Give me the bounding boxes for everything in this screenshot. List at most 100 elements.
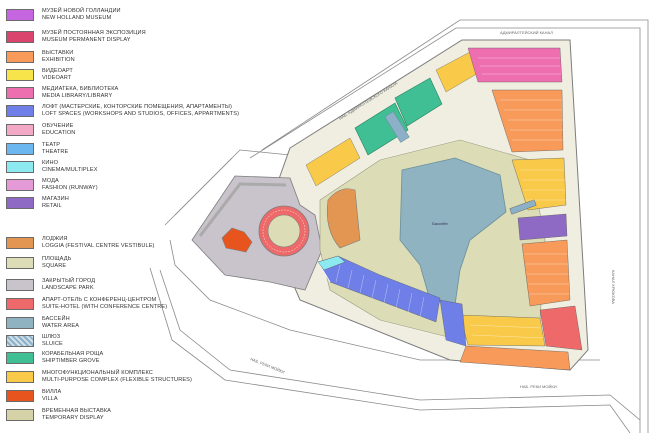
legend-swatch	[6, 298, 34, 310]
suite-hotel-rotunda	[258, 205, 310, 257]
legend-label-en: TEMPORARY DISPLAY	[42, 415, 104, 421]
legend-label-en: MULTI-PURPOSE COMPLEX (FLEXIBLE STRUCTUR…	[42, 377, 192, 383]
east-band	[467, 47, 583, 351]
sluice	[384, 111, 410, 143]
svg-text:КАНАЛ КРЮКОВА: КАНАЛ КРЮКОВА	[611, 270, 616, 304]
svg-text:НАБ. РЕКИ МОЙКИ: НАБ. РЕКИ МОЙКИ	[250, 356, 286, 374]
street-lines	[149, 19, 649, 433]
legend-swatch	[6, 143, 34, 155]
legend-label-ru: КИНО	[42, 160, 59, 166]
legend-label-en: FASHION (RUNWAY)	[42, 185, 98, 191]
legend-swatch	[6, 161, 34, 173]
legend-label-ru: ВРЕМЕННАЯ ВЫСТАВКА	[42, 408, 112, 414]
legend-label-ru: ВЫСТАВКИ	[42, 50, 74, 56]
legend-label-ru: ШЛЮЗ	[42, 334, 61, 340]
legend-label-en: SHIPTIMBER GROVE	[42, 358, 100, 364]
legend-label-en: VIDEOART	[42, 75, 72, 81]
legend-label-en: SLUICE	[42, 341, 63, 347]
legend-label-ru: ВИДЕОАРТ	[42, 68, 73, 74]
legend-label-en: LOFT SPACES (WORKSHOPS AND STUDIOS, OFFI…	[42, 111, 240, 117]
legend-swatch	[6, 371, 34, 383]
legend-swatch	[6, 179, 34, 191]
villa	[221, 227, 253, 253]
legend-label-ru: ВИЛЛА	[42, 389, 62, 395]
legend-swatch	[6, 105, 34, 117]
legend-swatch	[6, 352, 34, 364]
legend-swatch	[6, 69, 34, 81]
svg-text:НАБ. РЕКИ МОЙКИ: НАБ. РЕКИ МОЙКИ	[520, 384, 557, 389]
legend-label-en: SUITE-HOTEL (WITH CONFERENCE CENTRE)	[42, 304, 168, 310]
legend-swatch	[6, 257, 34, 269]
legend-swatch	[6, 237, 34, 249]
shiptimber-grove-2	[394, 77, 443, 127]
legend-swatch	[6, 335, 34, 347]
legend-label-en: NEW HOLLAND MUSEUM	[42, 15, 112, 21]
legend-label-ru: МОДА	[42, 178, 59, 184]
legend-label-en: LOGGIA (FESTIVAL CENTRE VESTIBULE)	[42, 243, 155, 249]
legend-label-ru: ЛОДЖИЯ	[42, 236, 68, 242]
legend-label-ru: МУЗЕЙ ПОСТОЯННАЯ ЭКСПОЗИЦИЯ	[42, 30, 146, 36]
cinema-strip	[317, 255, 346, 271]
water-label: Бассейн	[432, 221, 448, 226]
legend-label-en: VILLA	[42, 396, 58, 402]
legend-label-en: EXHIBITION	[42, 57, 75, 63]
legend-label-ru: ПЛОЩАДЬ	[42, 256, 72, 262]
legend-label-en: SQUARE	[42, 263, 67, 269]
legend-swatch	[6, 279, 34, 291]
legend-label-ru: ОБУЧЕНИЕ	[42, 123, 74, 129]
legend-swatch	[6, 87, 34, 99]
legend-swatch	[6, 31, 34, 43]
legend-label-ru: АПАРТ-ОТЕЛЬ С КОНФЕРЕНЦ-ЦЕНТРОМ	[42, 297, 157, 303]
legend-label-ru: КОРАБЕЛЬНАЯ РОЩА	[42, 351, 104, 357]
svg-text:АДМИРАЛТЕЙСКИЙ КАНАЛ: АДМИРАЛТЕЙСКИЙ КАНАЛ	[500, 30, 553, 35]
legend-label-en: EDUCATION	[42, 130, 76, 136]
legend-label-ru: МАГАЗИН	[42, 196, 69, 202]
legend-label-ru: МУЗЕЙ НОВОЙ ГОЛЛАНДИИ	[42, 8, 121, 14]
legend-label-en: LANDSCAPE PARK	[42, 285, 94, 291]
legend-swatch	[6, 317, 34, 329]
legend-label-ru: МЕДИАТЕКА, БИБЛИОТЕКА	[42, 86, 119, 92]
legend-label-en: WATER AREA	[42, 323, 80, 329]
legend-swatch	[6, 9, 34, 21]
legend-swatch	[6, 51, 34, 63]
legend-label-en: CINEMA/MULTIPLEX	[42, 167, 98, 173]
legend-item: ЛОФТ (МАСТЕРСКИЕ, КОНТОРСКИЕ ПОМЕЩЕНИЯ, …	[6, 104, 239, 130]
legend-label-ru: БАССЕЙН	[42, 316, 70, 322]
water-area	[399, 157, 507, 306]
legend-label-en: MEDIA LIBRARY/LIBRARY	[42, 93, 113, 99]
retail-strip	[509, 199, 537, 215]
